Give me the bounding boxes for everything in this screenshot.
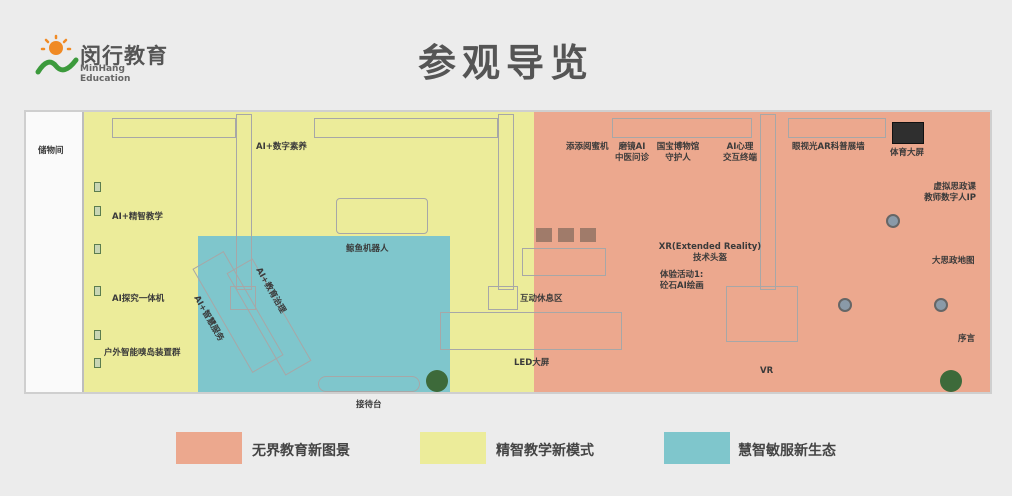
eye-ar-label: 眼视光AR科普展墙	[792, 142, 865, 152]
round-stool-icon	[838, 298, 852, 312]
plant-icon	[426, 370, 448, 392]
device-icon	[94, 358, 101, 368]
zone-blue	[198, 236, 450, 392]
cushion	[558, 228, 574, 242]
preface-label: 序言	[958, 334, 976, 344]
xr-line-2: 技术头盔	[692, 253, 727, 263]
device-icon	[94, 330, 101, 340]
legend-swatch-blue	[664, 432, 730, 464]
sports-screen-icon	[892, 122, 924, 144]
sports-screen-label: 体育大屏	[890, 148, 925, 158]
zone-red	[534, 112, 990, 392]
device-icon	[94, 244, 101, 254]
museum-line-1: 国宝博物馆	[656, 142, 700, 152]
vr-booth	[726, 286, 798, 342]
page-title: 参观导览	[417, 41, 594, 85]
device-icon	[94, 206, 101, 216]
ai-inquiry-label: AI探究一体机	[112, 294, 165, 304]
sun-logo-icon	[35, 34, 79, 75]
tiantian-label: 添添阅蜜机	[566, 142, 609, 152]
experience-label: 体验活动1: 砼石AI绘画	[660, 270, 704, 292]
legend-label-blue: 慧智敏服新生态	[738, 443, 836, 459]
ai-tcm-line-1: 磨镜AI	[618, 142, 646, 152]
big-map-label: 大思政地图	[932, 256, 975, 266]
ai-psy-line-2: 交互终端	[722, 153, 757, 163]
round-stool-icon	[934, 298, 948, 312]
xr-label: XR(Extended Reality) 技术头盔	[658, 242, 762, 264]
logo-text-cn: 闵行教育	[80, 44, 168, 68]
ai-literacy-label: AI+数字素养	[256, 142, 307, 152]
device-icon	[94, 286, 101, 296]
top-cabinet-2	[314, 118, 498, 138]
pillar-box-1	[230, 286, 256, 310]
cushion	[580, 228, 596, 242]
ai-tcm-label: 磨镜AI 中医问诊	[612, 142, 652, 164]
robot-fish-label: 鲸鱼机器人	[346, 244, 389, 254]
device-icon	[94, 182, 101, 192]
ai-teaching-label: AI+精智教学	[112, 212, 163, 222]
virtual-line-2: 教师数字人IP	[924, 193, 976, 203]
ai-psy-line-1: AI心理	[726, 142, 754, 152]
robot-fish-table	[336, 198, 428, 234]
sofa-area	[522, 248, 606, 276]
storage-label: 储物间	[38, 146, 64, 156]
museum-label: 国宝博物馆 守护人	[654, 142, 702, 164]
logo: 闵行教育 MinHang Education	[34, 34, 174, 84]
experience-line-2: 砼石AI绘画	[660, 281, 704, 291]
logo-text-en: MinHang Education	[80, 64, 131, 84]
museum-line-2: 守护人	[665, 153, 691, 163]
round-stool-icon	[886, 214, 900, 228]
vr-label: VR	[760, 366, 774, 376]
plant-icon	[940, 370, 962, 392]
xr-line-1: XR(Extended Reality)	[658, 242, 762, 252]
outdoor-label: 户外智能嗅岛装置群	[104, 348, 181, 358]
pillar-3	[760, 114, 776, 290]
top-cabinet-3	[612, 118, 752, 138]
led-screen-stage	[440, 312, 622, 350]
cushion	[536, 228, 552, 242]
ai-psy-label: AI心理 交互终端	[718, 142, 762, 164]
legend-swatch-red	[176, 432, 242, 464]
top-cabinet-4	[788, 118, 886, 138]
interactive-rest-label: 互动休息区	[520, 294, 563, 304]
storage-room	[26, 112, 84, 392]
reception-desk	[318, 376, 420, 392]
experience-line-1: 体验活动1:	[660, 270, 704, 280]
pillar-2	[498, 114, 514, 290]
top-cabinet-1	[112, 118, 236, 138]
ai-tcm-line-2: 中医问诊	[614, 153, 649, 163]
legend-label-yellow: 精智教学新模式	[496, 443, 594, 459]
virtual-label: 虚拟思政课 教师数字人IP	[914, 182, 976, 204]
legend-label-red: 无界教育新图景	[252, 443, 350, 459]
led-label: LED大屏	[514, 358, 550, 368]
pillar-1	[236, 114, 252, 290]
virtual-line-1: 虚拟思政课	[933, 182, 976, 192]
reception-label: 接待台	[356, 400, 382, 410]
legend-swatch-yellow	[420, 432, 486, 464]
pillar-box-2	[488, 286, 518, 310]
